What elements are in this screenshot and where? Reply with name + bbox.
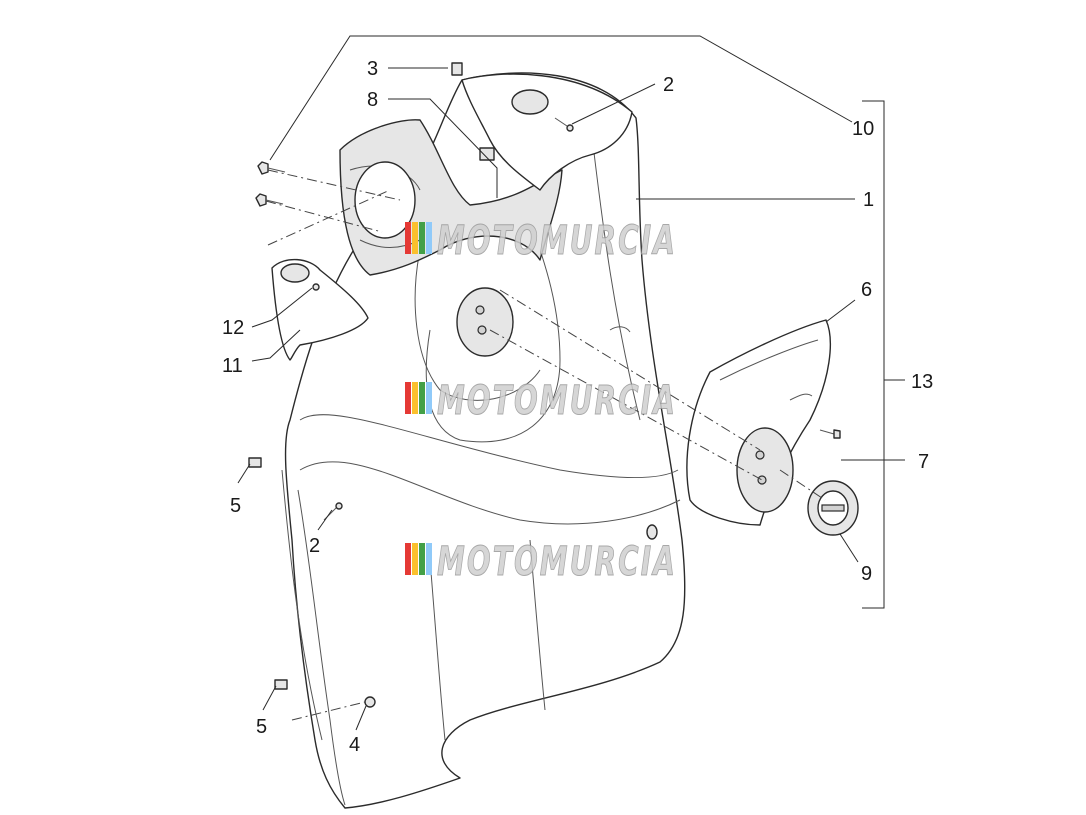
callout-2-top: 2	[663, 74, 674, 96]
watermark-stripe	[412, 382, 418, 414]
watermark-stripe	[426, 382, 432, 414]
callout-11: 11	[222, 355, 243, 377]
watermark-middle: MOTOMURCIA	[405, 378, 677, 425]
watermark-stripe	[405, 222, 411, 254]
watermark-top: MOTOMURCIA	[405, 218, 677, 265]
callout-5-lower: 5	[256, 716, 267, 738]
watermark-stripe	[426, 543, 432, 575]
callout-5-upper: 5	[230, 495, 241, 517]
top-cover-part	[461, 73, 633, 191]
callout-9: 9	[861, 563, 872, 585]
callout-2-bottom: 2	[309, 535, 320, 557]
rear-cover-part	[686, 319, 831, 526]
callout-1: 1	[863, 189, 874, 211]
upper-inner-panel-part	[339, 119, 563, 276]
callout-12: 12	[222, 317, 244, 339]
watermark-text: MOTOMURCIA	[437, 378, 677, 424]
watermark-stripe	[419, 543, 425, 575]
callout-labels: 1 2 2 3 4 5 5 6 7 8 9 10 11 12 13	[222, 58, 933, 756]
small-side-cover-part	[271, 258, 369, 361]
round-cap-part	[807, 480, 859, 536]
fasteners	[248, 62, 841, 708]
watermark-stripe	[419, 222, 425, 254]
assembly-lines	[265, 169, 826, 721]
callout-6: 6	[861, 279, 872, 301]
watermark-stripe	[412, 543, 418, 575]
callout-3: 3	[367, 58, 378, 80]
watermark-stripe	[412, 222, 418, 254]
watermarks: MOTOMURCIA MOTOMURCIA MOTOMURCIA	[405, 218, 677, 586]
watermark-bottom: MOTOMURCIA	[405, 539, 677, 586]
watermark-text: MOTOMURCIA	[437, 218, 677, 264]
callout-4: 4	[349, 734, 360, 756]
watermark-text: MOTOMURCIA	[437, 539, 677, 585]
watermark-stripe	[405, 543, 411, 575]
watermark-stripe	[426, 222, 432, 254]
callout-7: 7	[918, 451, 929, 473]
watermark-stripe	[405, 382, 411, 414]
callout-10: 10	[852, 118, 874, 140]
callout-13: 13	[911, 371, 933, 393]
leader-lines	[237, 35, 905, 731]
callout-8: 8	[367, 89, 378, 111]
watermark-stripe	[419, 382, 425, 414]
